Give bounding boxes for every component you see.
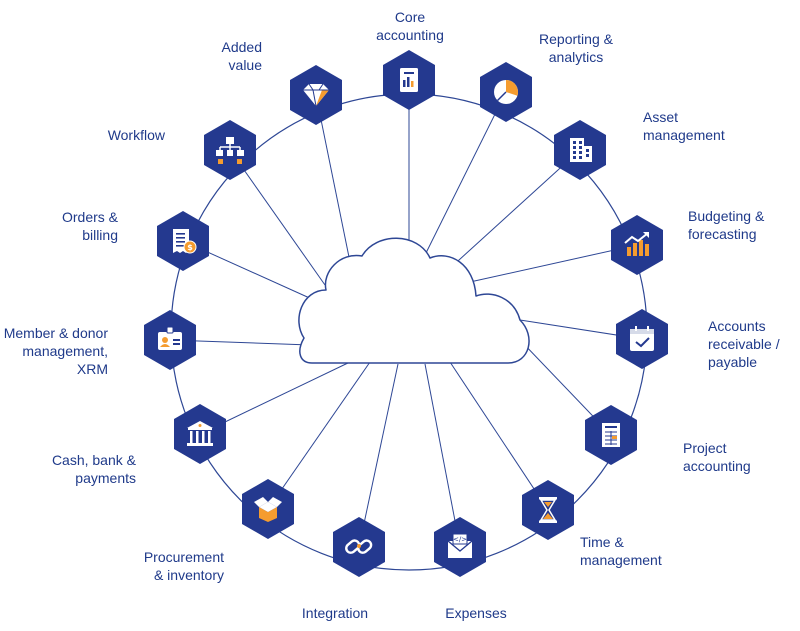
reporting-analytics-connector xyxy=(424,91,507,256)
growth-chart-icon xyxy=(624,232,649,256)
added-value-label: Added value xyxy=(221,39,262,73)
procurement-inventory-node[interactable] xyxy=(242,479,294,539)
asset-management-label: Asset management xyxy=(643,109,725,143)
spreadsheet-icon xyxy=(602,423,620,447)
expenses-node[interactable]: </> xyxy=(434,517,486,577)
integration-label: Integration xyxy=(301,605,369,621)
workflow-connector xyxy=(229,149,326,286)
orders-billing-node[interactable]: $ xyxy=(157,211,209,271)
expenses-label: Expenses xyxy=(445,605,507,621)
workflow-label: Workflow xyxy=(107,127,165,143)
orders-billing-label: Orders & billing xyxy=(61,209,118,243)
integration-node[interactable] xyxy=(333,517,385,577)
cash-bank-payments-node[interactable] xyxy=(174,404,226,464)
building-icon xyxy=(570,138,592,162)
time-management-label: Time & management xyxy=(580,534,662,568)
asset-management-node[interactable] xyxy=(554,120,606,180)
asset-management-connector xyxy=(447,149,581,271)
flowchart-icon xyxy=(216,137,244,164)
budgeting-forecasting-connector xyxy=(469,244,638,283)
pie-chart-icon xyxy=(494,80,518,104)
id-card-icon xyxy=(158,326,182,350)
open-box-icon xyxy=(254,497,282,522)
expenses-connector xyxy=(424,363,461,548)
accounts-receivable-payable-node[interactable] xyxy=(616,309,668,369)
project-accounting-node[interactable] xyxy=(585,405,637,465)
envelope-icon: </> xyxy=(447,533,473,558)
time-management-node[interactable] xyxy=(522,480,574,540)
procurement-inventory-label: Procurement & inventory xyxy=(143,549,224,583)
receipt-coin-icon: $ xyxy=(173,229,197,254)
added-value-node[interactable] xyxy=(290,65,342,125)
project-accounting-label: Project accounting xyxy=(683,440,751,474)
diamond-icon xyxy=(303,83,329,107)
hexagon-badge xyxy=(174,404,226,464)
reporting-analytics-label: Reporting & analytics xyxy=(539,31,613,65)
budgeting-forecasting-label: Budgeting & forecasting xyxy=(688,208,765,242)
added-value-connector xyxy=(315,94,351,263)
core-accounting-node[interactable] xyxy=(383,50,435,110)
time-management-connector xyxy=(449,361,549,511)
reporting-analytics-node[interactable] xyxy=(480,62,532,122)
workflow-node[interactable] xyxy=(204,120,256,180)
hourglass-icon xyxy=(539,497,557,523)
svg-text:$: $ xyxy=(187,243,193,252)
member-donor-management-label: Member & donor management, XRM xyxy=(3,325,108,377)
bank-icon xyxy=(187,421,213,446)
accounts-receivable-payable-label: Accounts receivable / payable xyxy=(708,318,780,370)
cash-bank-payments-label: Cash, bank & payments xyxy=(51,452,136,486)
chain-link-icon xyxy=(345,539,373,554)
procurement-inventory-connector xyxy=(267,361,371,510)
core-accounting-label: Core accounting xyxy=(376,9,444,43)
module-nodes: </> $ xyxy=(144,50,668,577)
budgeting-forecasting-node[interactable] xyxy=(611,215,663,275)
calendar-check-icon xyxy=(630,326,654,351)
report-icon xyxy=(400,68,418,92)
hexagon-badge xyxy=(522,480,574,540)
member-donor-management-node[interactable] xyxy=(144,310,196,370)
cloud-icon xyxy=(298,237,530,364)
svg-text:</>: </> xyxy=(453,536,467,544)
integration-connector xyxy=(358,363,399,548)
